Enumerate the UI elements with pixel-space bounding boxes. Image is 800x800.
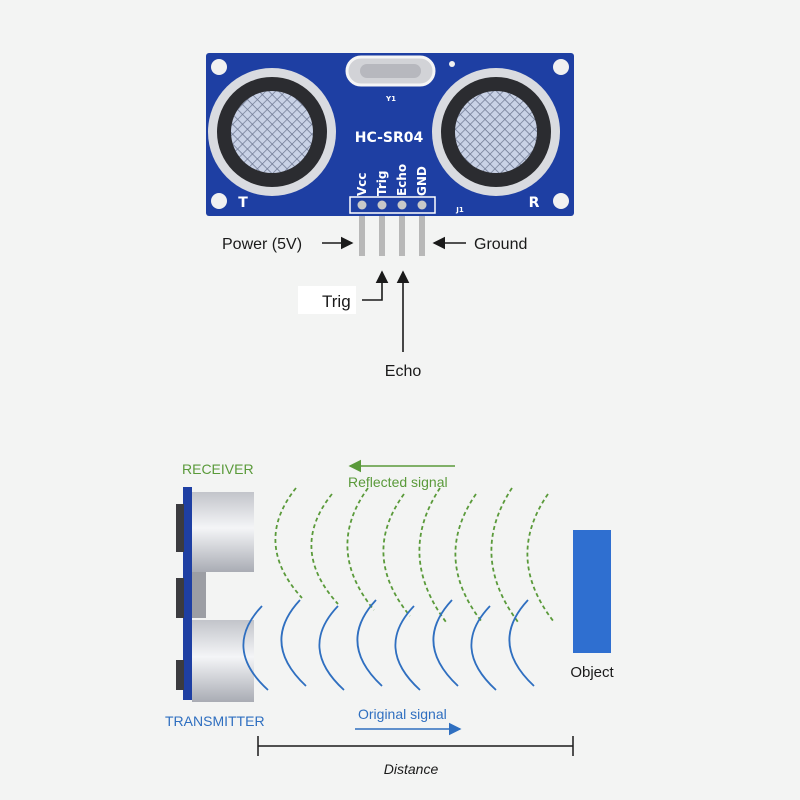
pin-header-outline [349,196,436,214]
receiver-label: RECEIVER [182,461,254,477]
reflected-wave-4 [418,487,447,623]
transmitter-label: TRANSMITTER [165,713,265,729]
reflected-signal-label: Reflected signal [348,474,448,490]
reflected-waves [274,487,555,623]
transmitter-cylinder [192,620,254,702]
reflected-wave-3 [382,493,411,617]
pin-label-echo: Echo [395,164,409,196]
pin-vcc [359,216,365,256]
receiver-mark: R [529,195,540,211]
ground-callout: Ground [474,236,527,253]
reflected-wave-0 [274,487,303,599]
trig-callout: Trig [322,292,351,311]
reflected-wave-2 [346,487,375,611]
mounting-hole [211,59,227,75]
target-object [573,530,611,653]
trig-arrow [362,270,389,301]
reflected-wave-5 [454,493,483,623]
original-wave-5 [432,599,459,687]
reflected-wave-7 [526,493,555,623]
original-wave-3 [356,599,383,687]
operation-diagram: RECEIVER TRANSMITTER Reflected signal Ob… [165,459,615,777]
mounting-hole [211,193,227,209]
distance-indicator [257,736,574,756]
pin-label-vcc: Vcc [355,172,369,196]
reflected-wave-1 [310,493,339,605]
original-signal-label: Original signal [358,706,447,722]
reflected-wave-6 [490,487,519,623]
object-label: Object [570,664,614,681]
pin-gnd [419,216,425,256]
sensor-module: Y1 HC-SR04 T R Vcc Trig Echo GND J1 [206,53,574,216]
pin-label-trig: Trig [375,171,389,197]
original-wave-2 [318,605,345,691]
module-model: HC-SR04 [355,130,424,146]
trig-callout-box [298,286,356,314]
distance-label: Distance [384,761,439,777]
crystal-side [192,572,206,618]
mounting-hole [553,59,569,75]
transmitter-transducer [208,68,336,196]
transmitter-mark: T [238,195,248,211]
original-wave-0 [242,605,269,691]
receiver-transducer [432,68,560,196]
pin-echo [399,216,405,256]
receiver-cylinder [192,492,254,572]
pin-label-gnd: GND [415,166,429,196]
header-label: J1 [455,206,464,214]
crystal-label: Y1 [385,95,396,103]
original-wave-4 [394,605,421,691]
echo-callout: Echo [385,363,422,380]
pin-trig [379,216,385,256]
original-wave-7 [508,599,535,687]
original-wave-6 [470,605,497,691]
module-side-board [183,487,192,700]
header-pins [359,216,425,256]
mounting-hole [553,193,569,209]
original-wave-1 [280,599,307,687]
power-callout: Power (5V) [222,236,302,253]
transmitted-waves [242,599,535,691]
